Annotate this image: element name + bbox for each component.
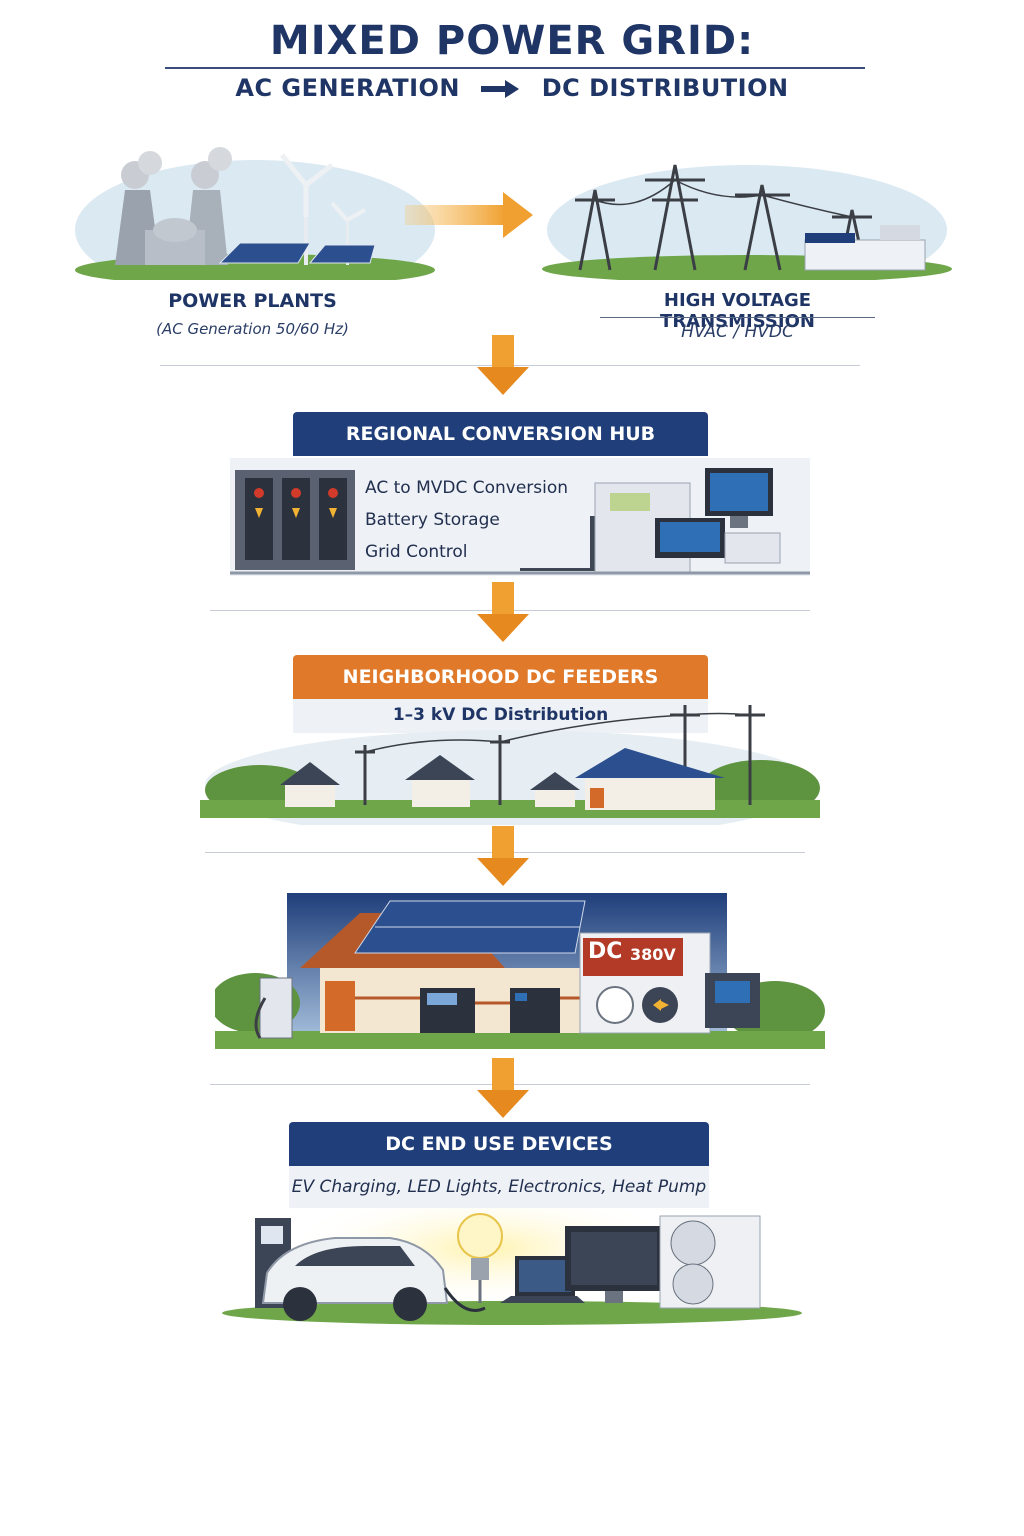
monitor-icon	[705, 468, 781, 564]
hub-item-conversion: AC to MVDC Conversion	[365, 478, 569, 498]
flow-arrow-down-icon	[474, 1058, 532, 1120]
transmission-title: HIGH VOLTAGE TRANSMISSION	[660, 290, 815, 332]
flow-arrow-down-icon	[474, 582, 532, 644]
subtitle-left: AC GENERATION	[235, 74, 460, 102]
ev-charger-icon	[254, 977, 293, 1039]
flow-arrow-down-icon	[474, 335, 532, 397]
flow-arrow-down-icon	[474, 826, 532, 888]
control-equipment-icon	[594, 482, 725, 574]
house-icon	[280, 748, 725, 810]
regional-hub-panel: AC to MVDC Conversion Battery Storage Gr…	[230, 458, 810, 576]
hub-item-grid-control: Grid Control	[365, 542, 468, 562]
meter-icon	[705, 973, 760, 1028]
heat-pump-icon	[659, 1215, 761, 1309]
transmission-illustration	[540, 145, 955, 280]
solar-panel-icon	[354, 900, 586, 954]
end-use-title: DC END USE DEVICES	[289, 1122, 709, 1166]
pylon-icon	[575, 164, 872, 271]
home-voltage-label: 380V	[630, 945, 676, 964]
cooling-tower-icon	[115, 147, 232, 265]
power-plants-title: POWER PLANTS	[168, 290, 337, 312]
transmission-divider	[600, 317, 875, 318]
bulb-icon	[457, 1213, 503, 1303]
electric-car-icon	[261, 1237, 486, 1321]
end-use-subtitle: EV Charging, LED Lights, Electronics, He…	[289, 1166, 709, 1208]
regional-hub-title: REGIONAL CONVERSION HUB	[293, 412, 708, 456]
page-title: MIXED POWER GRID:	[269, 18, 755, 64]
neighborhood-illustration	[200, 700, 820, 825]
page-subtitle: AC GENERATION DC DISTRIBUTION	[0, 74, 1024, 102]
subtitle-right: DC DISTRIBUTION	[541, 74, 789, 102]
monitor-icon	[565, 1226, 663, 1303]
home-dc-illustration: DC 380V	[215, 893, 825, 1053]
feeders-title: NEIGHBORHOOD DC FEEDERS	[293, 655, 708, 699]
transmission-subtitle: HVAC / HVDC	[681, 322, 794, 342]
solar-panel-icon	[218, 242, 376, 264]
wind-turbine-icon	[280, 153, 366, 265]
right-arrow-icon	[480, 74, 521, 102]
hub-item-battery: Battery Storage	[365, 510, 500, 530]
inverter-icon	[420, 988, 560, 1033]
title-divider	[165, 67, 865, 69]
substation-building-icon	[804, 225, 926, 271]
switchgear-cabinet-icon	[235, 470, 355, 570]
power-plants-illustration	[70, 135, 440, 280]
end-use-illustration	[215, 1208, 810, 1328]
power-plants-subtitle: (AC Generation 50/60 Hz)	[156, 320, 349, 338]
feeders-subtitle: 1–3 kV DC Distribution	[293, 699, 708, 733]
dc-panel-icon	[579, 932, 711, 1034]
flow-arrow-right-icon	[405, 190, 535, 240]
home-dc-label: DC	[588, 939, 623, 964]
